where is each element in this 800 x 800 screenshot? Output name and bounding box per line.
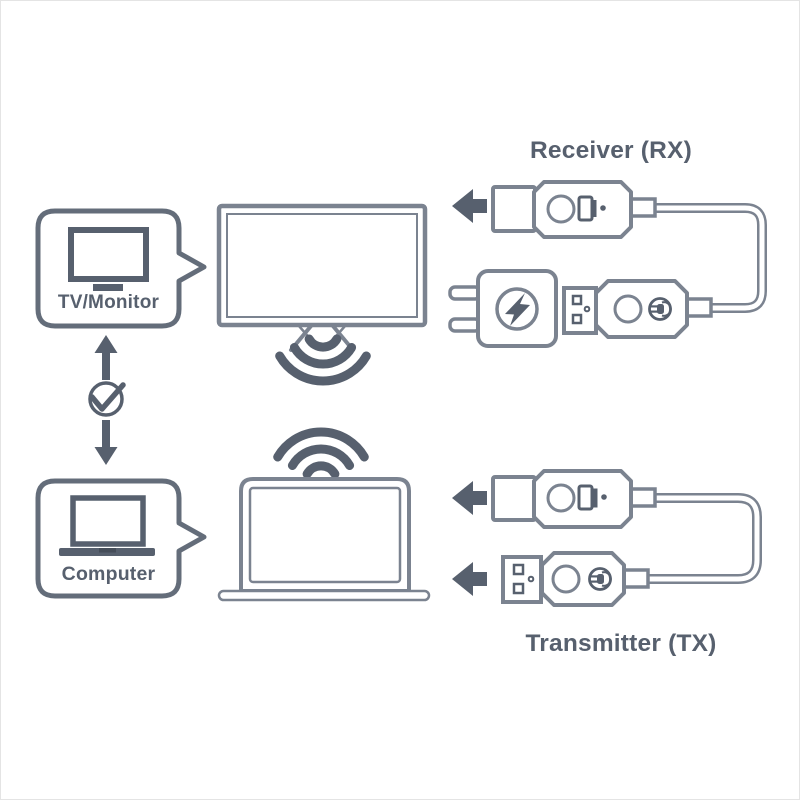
power-plug-icon	[588, 567, 612, 591]
rx-dongle-switch	[577, 195, 594, 222]
connection-indicator	[88, 335, 126, 465]
rx-stub	[629, 197, 657, 218]
computer-callout	[35, 478, 207, 599]
hdmi-plug-icon	[491, 185, 537, 233]
tx-dongle-switch	[577, 484, 594, 511]
laptop-icon	[59, 495, 155, 556]
usb-plug-icon	[501, 555, 543, 604]
usb-plug-icon	[562, 286, 598, 335]
arrow-left-icon	[452, 562, 487, 596]
arrow-up-icon	[94, 335, 118, 380]
laptop-base	[217, 589, 431, 602]
transmitter-diagram	[452, 469, 762, 607]
tv-screen	[216, 203, 428, 328]
tx-led	[601, 494, 607, 500]
tx-stub	[629, 487, 657, 508]
arrow-left-icon	[452, 189, 487, 223]
monitor-icon	[68, 227, 149, 291]
arrow-down-icon	[94, 420, 118, 465]
computer-label: Computer	[61, 563, 156, 585]
rx-cable	[649, 203, 767, 313]
tx-dongle-button	[546, 483, 576, 513]
laptop-illustration	[217, 477, 431, 602]
rx-usb-dongle-button	[613, 294, 643, 324]
receiver-title: Receiver (RX)	[530, 137, 692, 164]
wifi-up-icon	[273, 427, 369, 479]
lightning-icon	[505, 293, 530, 326]
check-circle-icon	[88, 381, 126, 417]
laptop-screen	[239, 477, 411, 593]
wifi-down-icon	[275, 334, 371, 386]
tv-monitor-label: TV/Monitor	[57, 292, 160, 313]
arrow-left-icon	[452, 481, 487, 515]
tx-usb-stub	[622, 568, 650, 589]
power-plug-icon	[648, 297, 672, 321]
power-adapter-icon	[448, 269, 558, 348]
rx-usb-stub	[685, 297, 713, 318]
rx-dongle-button	[546, 194, 576, 224]
hdmi-plug-icon	[491, 475, 537, 522]
tv-illustration	[216, 203, 428, 352]
tv-monitor-callout	[35, 208, 207, 329]
tx-cable	[641, 493, 762, 584]
transmitter-title: Transmitter (TX)	[525, 630, 717, 657]
tx-usb-dongle-button	[551, 564, 581, 594]
rx-led	[600, 205, 606, 211]
receiver-diagram	[448, 180, 767, 348]
